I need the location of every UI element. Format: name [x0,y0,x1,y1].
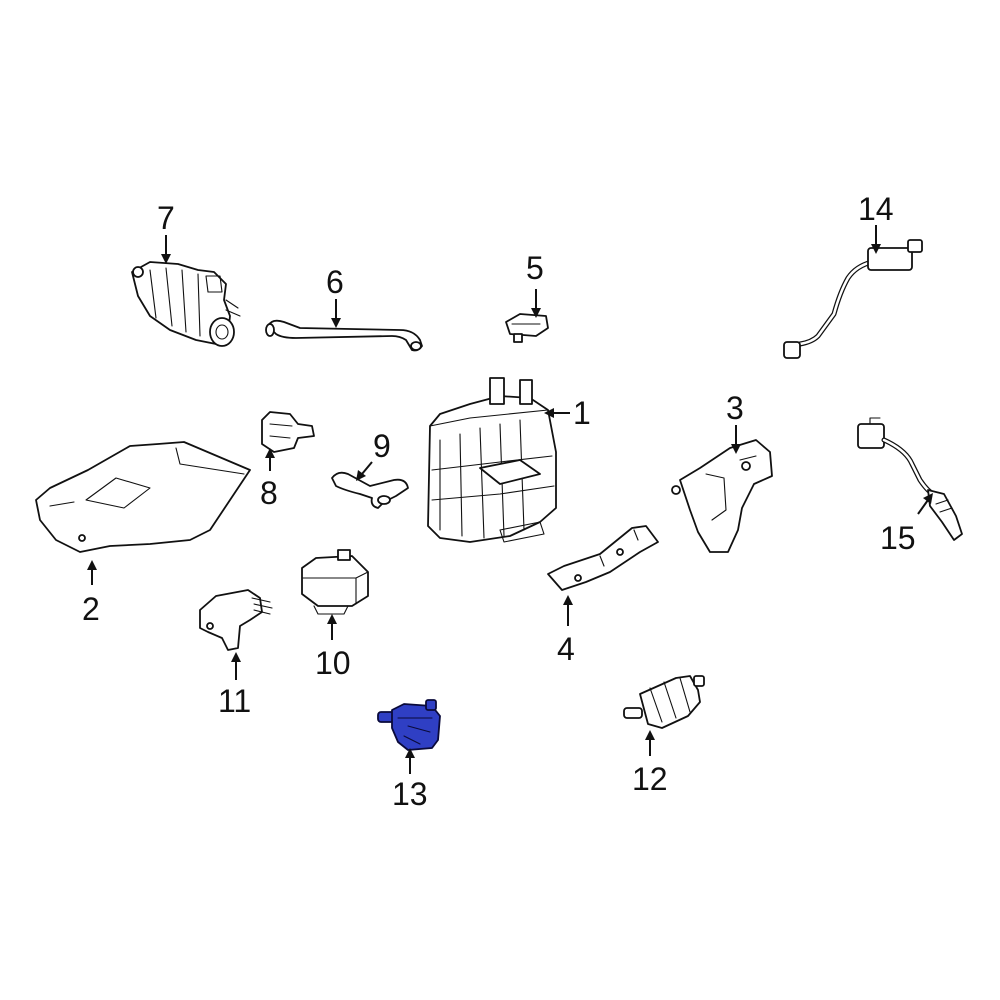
callout-label-9: 9 [373,428,391,464]
callout-10: 10 [315,614,351,681]
callout-13: 13 [392,748,428,812]
part-13-purge-valve[interactable] [377,699,441,751]
callout-label-10: 10 [315,645,351,681]
callout-15: 15 [880,493,933,556]
callout-label-1: 1 [573,395,591,431]
callout-label-7: 7 [157,200,175,236]
part-7-canister-valve[interactable] [131,261,241,347]
callout-label-12: 12 [632,761,668,797]
part-6-vapor-hose[interactable] [265,319,423,352]
part-5-sensor[interactable] [505,313,549,343]
part-3-mounting-bracket[interactable] [671,439,773,553]
callout-label-11: 11 [218,683,251,719]
callout-1: 1 [544,395,591,431]
callout-11: 11 [218,652,251,719]
callout-label-6: 6 [326,264,344,300]
callout-3: 3 [726,390,744,454]
part-12-fuel-filter[interactable] [623,675,705,729]
callout-7: 7 [157,200,175,264]
part-2-heat-shield[interactable] [35,441,251,553]
callout-label-14: 14 [858,191,894,227]
part-11-bracket[interactable] [199,589,273,651]
callout-4: 4 [557,595,575,667]
part-9-hose[interactable] [331,471,409,509]
part-14-vent-line[interactable] [783,239,923,359]
part-10-solenoid[interactable] [301,549,369,615]
callout-12: 12 [632,730,668,797]
callout-8: 8 [260,448,278,511]
callout-label-5: 5 [526,250,544,286]
part-15-sensor-cable[interactable] [857,417,963,541]
callout-label-4: 4 [557,631,575,667]
callout-14: 14 [858,191,894,254]
part-8-purge-valve-small[interactable] [261,411,315,453]
callout-label-15: 15 [880,520,916,556]
callout-2: 2 [82,560,100,627]
part-1-charcoal-canister[interactable] [427,377,557,543]
callout-6: 6 [326,264,344,328]
callout-label-3: 3 [726,390,744,426]
callout-label-2: 2 [82,591,100,627]
callout-9: 9 [356,428,391,481]
callout-label-8: 8 [260,475,278,511]
callout-label-13: 13 [392,776,428,812]
part-4-strap[interactable] [547,525,659,591]
callout-5: 5 [526,250,544,318]
